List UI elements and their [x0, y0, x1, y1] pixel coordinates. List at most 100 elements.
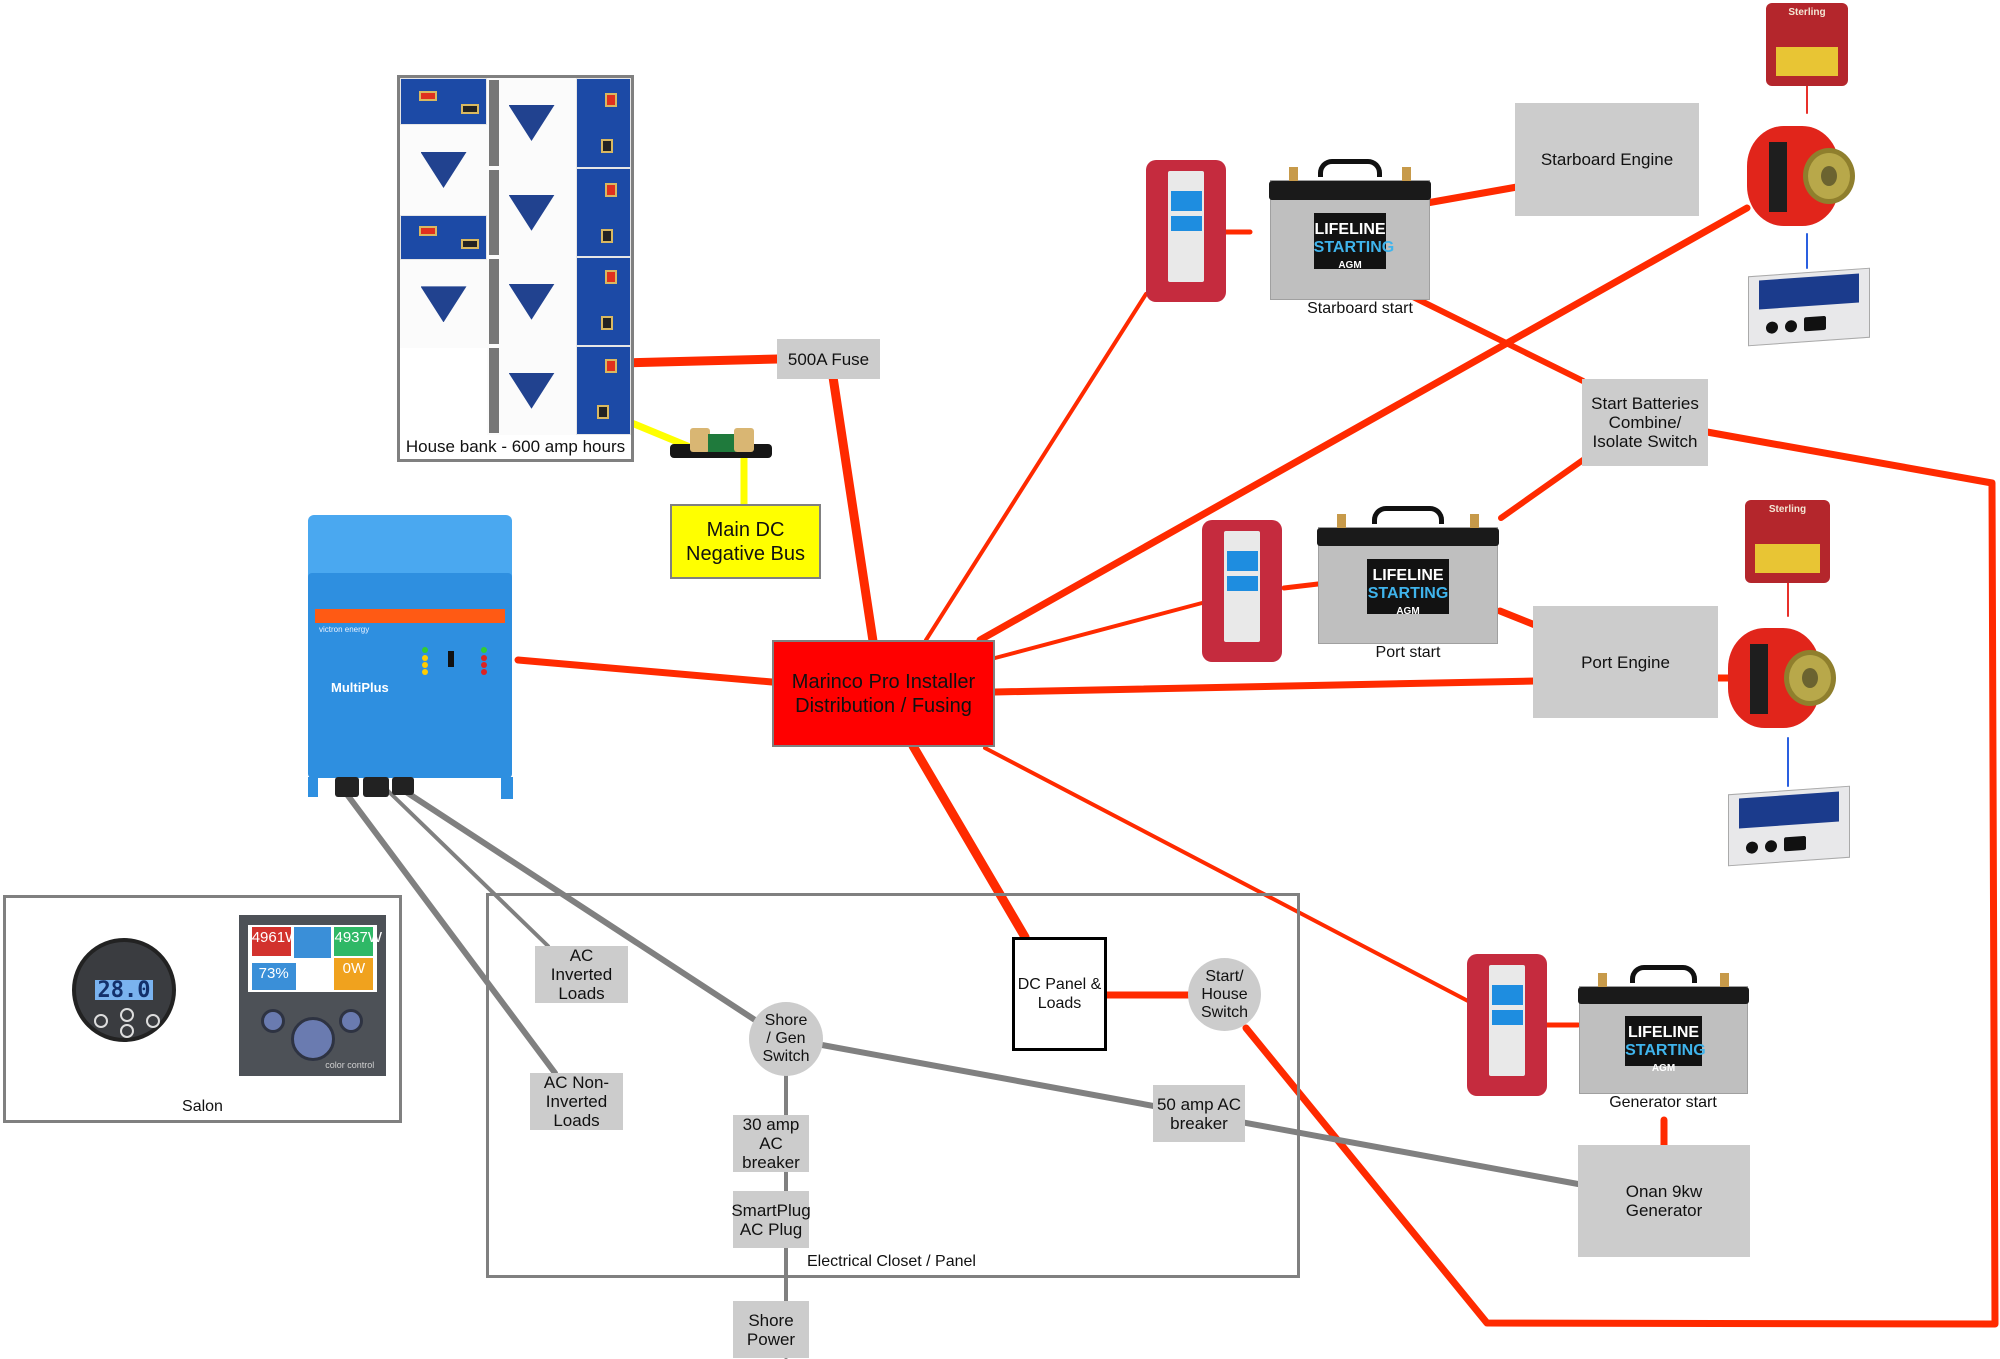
multiplus-inverter[interactable]: victron energy MultiPlus	[305, 505, 515, 800]
bmv-minus-button[interactable]	[120, 1024, 134, 1038]
salon-group: 28.0 4961W 4937W 73% 0W color control Sa…	[3, 895, 402, 1123]
battery-monitor-bmv[interactable]: 28.0	[72, 938, 176, 1042]
ac-input-tile: 4961W	[251, 927, 299, 956]
starboard-start-caption: Starboard start	[1307, 300, 1413, 317]
ac-loads-tile: 4937W	[334, 927, 382, 956]
battery-tile: 73%	[251, 962, 296, 990]
main-dc-negative-bus[interactable]: Main DC Negative Bus	[670, 504, 821, 579]
breaker-50-amp[interactable]: 50 amp AC breaker	[1153, 1085, 1245, 1142]
cable-gland-icon	[363, 777, 389, 797]
cable-gland-icon	[392, 777, 414, 795]
battery-standing-1-terminals	[576, 78, 631, 168]
port-alternator[interactable]	[1728, 614, 1848, 738]
stbd-battery-charger[interactable]	[1146, 160, 1226, 302]
ccgx-left-button[interactable]	[261, 1009, 285, 1033]
house-bank-caption: House bank - 600 amp hours	[405, 437, 626, 456]
stbd-sterling-regulator[interactable]: Sterling	[1766, 3, 1848, 86]
wire-start-house-to-combine-loop	[1242, 428, 1999, 1328]
positive-terminal-icon	[419, 91, 437, 101]
salon-label: Salon	[182, 1098, 223, 1115]
onan-generator[interactable]: Onan 9kw Generator	[1578, 1145, 1750, 1257]
power-switch-icon	[448, 651, 454, 667]
ccgx-dpad[interactable]	[291, 1017, 335, 1061]
battery-standing-2-terminals	[576, 168, 631, 257]
electrical-closet-group	[486, 893, 1300, 1278]
battery-standing-4	[487, 346, 576, 435]
battery-lying-2-label	[400, 260, 487, 348]
victron-color-control[interactable]: 4961W 4937W 73% 0W color control	[239, 915, 386, 1076]
port-ws500-regulator[interactable]	[1728, 785, 1850, 867]
wire-ac-inverter-to-shore-gen	[397, 785, 758, 1023]
charger-led-icon	[422, 647, 428, 653]
stbd-ws500-regulator[interactable]	[1748, 267, 1870, 347]
battery-standing-4-terminals	[576, 346, 631, 435]
port-engine[interactable]: Port Engine	[1533, 606, 1718, 718]
wire-stbd-battery-to-combine	[1408, 293, 1586, 384]
bmv-select-button[interactable]	[146, 1014, 160, 1028]
inverter-brand: victron energy	[319, 625, 370, 634]
dc-panel-loads[interactable]: DC Panel & Loads	[1012, 937, 1107, 1051]
battle-born-logo-icon	[508, 194, 555, 231]
battery-standing-3	[487, 257, 576, 346]
shore-gen-switch[interactable]: Shore / Gen Switch	[749, 1002, 823, 1076]
wire-hub-to-port-charger	[993, 601, 1204, 660]
battery-standing-3-terminals	[576, 257, 631, 346]
fuse-500a[interactable]: 500A Fuse	[777, 339, 880, 379]
port-battery-charger[interactable]	[1202, 520, 1282, 662]
port-start-caption: Port start	[1375, 644, 1441, 661]
shore-power[interactable]: Shore Power	[733, 1301, 809, 1358]
multiplus-tile	[294, 927, 331, 959]
inverter-model: MultiPlus	[331, 680, 389, 695]
battery-standing-1	[487, 78, 576, 168]
battery-lying-1-label	[400, 125, 487, 215]
charger-led-icon	[422, 662, 428, 668]
generator-start-caption: Generator start	[1609, 1094, 1717, 1111]
inverter-led-icon	[481, 655, 487, 661]
ac-inverted-loads[interactable]: AC Inverted Loads	[535, 946, 628, 1003]
port-sterling-regulator[interactable]: Sterling	[1745, 500, 1830, 583]
wire-ac-inverter-to-noninverted-loads	[337, 782, 558, 1076]
positive-terminal-icon	[605, 183, 617, 197]
wire-fuse-to-hub	[828, 372, 878, 646]
electrical-closet-label: Electrical Closet / Panel	[807, 1253, 976, 1270]
starboard-engine[interactable]: Starboard Engine	[1515, 103, 1699, 216]
battle-born-logo-icon	[508, 372, 555, 409]
negative-terminal-icon	[601, 139, 613, 153]
marinco-distribution-hub[interactable]: Marinco Pro Installer Distribution / Fus…	[772, 640, 995, 747]
cable-gland-icon	[335, 777, 359, 797]
ccgx-right-button[interactable]	[339, 1009, 363, 1033]
positive-terminal-icon	[419, 226, 437, 236]
wire-port-charger-to-battery	[1281, 581, 1321, 591]
start-batteries-combine-switch[interactable]: Start Batteries Combine/ Isolate Switch	[1582, 379, 1708, 466]
generator-battery-charger[interactable]	[1467, 954, 1547, 1096]
positive-terminal-icon	[605, 270, 617, 284]
battery-shunt	[670, 424, 772, 462]
battery-lying-1-terminals	[400, 78, 487, 125]
wire-hub-to-port-engine	[991, 677, 1539, 696]
start-house-switch[interactable]: Start/ House Switch	[1188, 958, 1261, 1031]
wire-port-battery-to-combine	[1498, 457, 1586, 521]
battery-lying-2-terminals	[400, 215, 487, 260]
battery-standing-2	[487, 168, 576, 257]
stbd-alternator[interactable]	[1747, 112, 1867, 234]
pv-tile: 0W	[334, 958, 374, 990]
charger-led-icon	[422, 669, 428, 675]
smartplug-ac-plug[interactable]: SmartPlug AC Plug	[731, 1191, 811, 1248]
battle-born-logo-icon	[420, 286, 467, 323]
bmv-plus-button[interactable]	[120, 1008, 134, 1022]
ac-non-inverted-loads[interactable]: AC Non- Inverted Loads	[530, 1073, 623, 1130]
wire-hub-to-stbd-charger	[924, 292, 1148, 642]
wire-hub-to-gen-charger	[983, 746, 1470, 1003]
negative-terminal-icon	[601, 229, 613, 243]
house-bank-frame: House bank - 600 amp hours	[397, 75, 634, 462]
battle-born-logo-icon	[508, 105, 555, 141]
inverter-led-icon	[481, 647, 487, 653]
breaker-30-amp[interactable]: 30 amp AC breaker	[733, 1115, 809, 1172]
bmv-setup-button[interactable]	[94, 1014, 108, 1028]
